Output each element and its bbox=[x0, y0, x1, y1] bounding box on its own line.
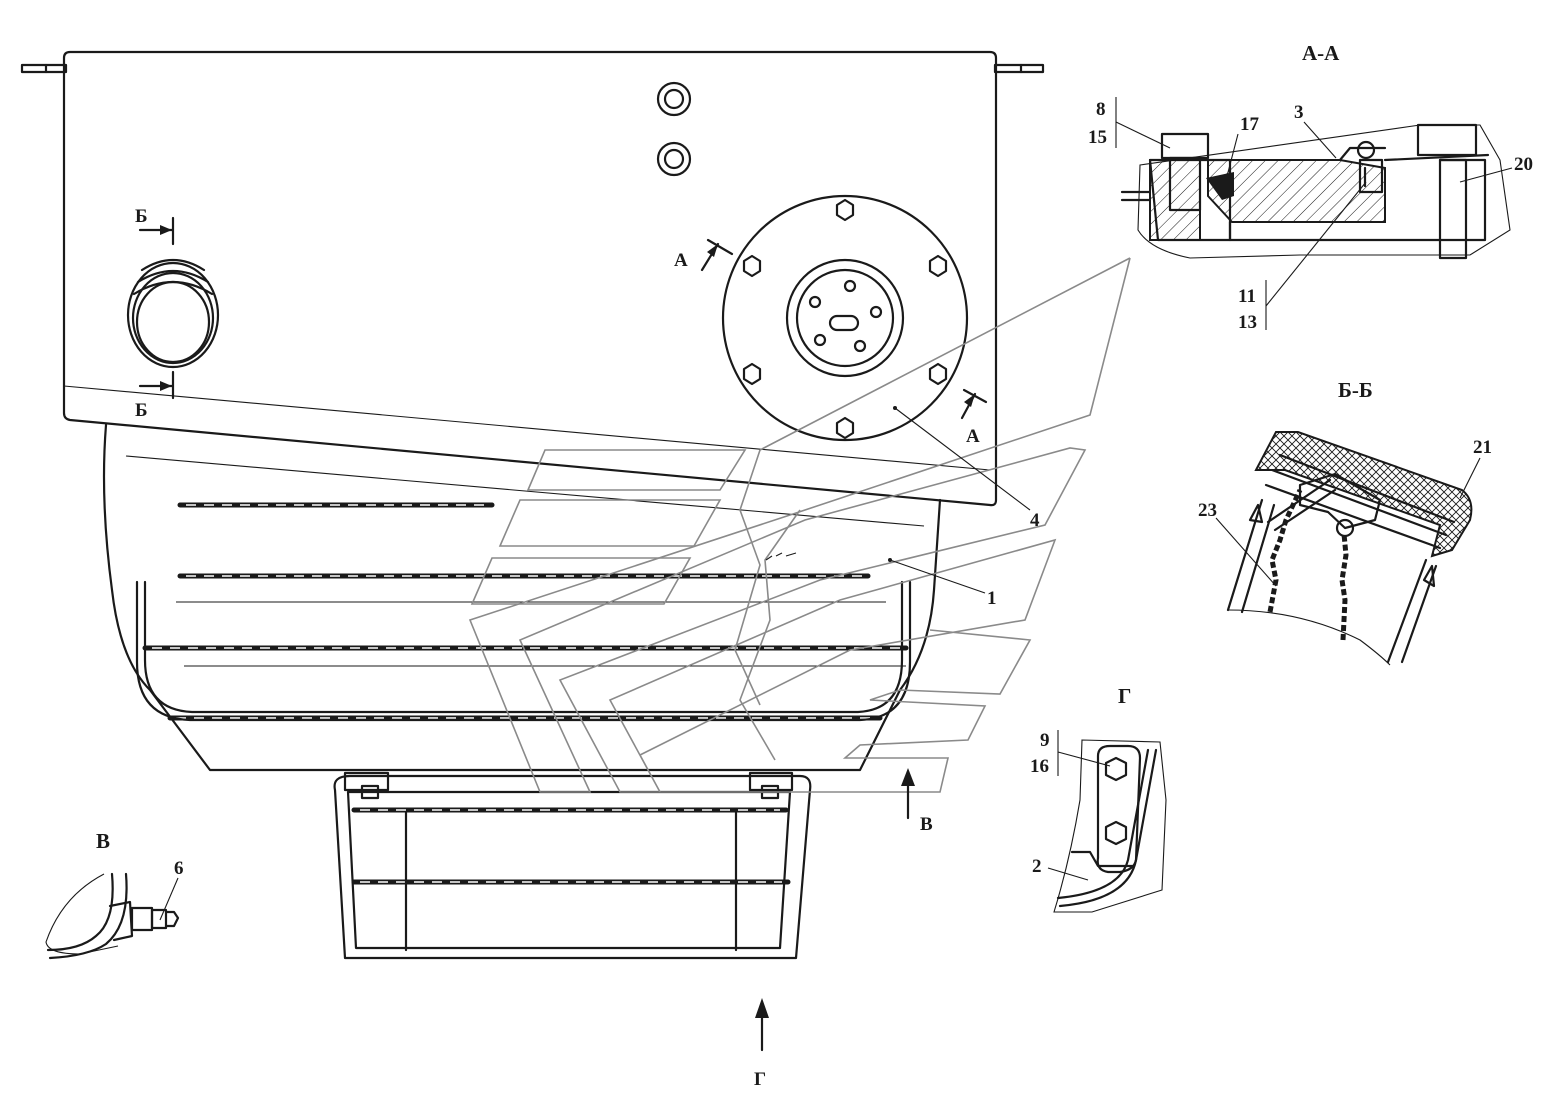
marker-a-top: А bbox=[674, 250, 688, 271]
right-mount-tab bbox=[993, 63, 1045, 74]
mounting-strap-inner bbox=[143, 580, 904, 714]
view-v: В 6 bbox=[45, 829, 184, 960]
left-mount-tab bbox=[20, 63, 68, 74]
callout-23: 23 bbox=[1198, 500, 1217, 521]
callout-15: 15 bbox=[1088, 127, 1107, 148]
tank-body bbox=[102, 423, 942, 772]
section-aa-title: А-А bbox=[1302, 41, 1340, 65]
callout-2: 2 bbox=[1032, 856, 1042, 877]
marker-a-bottom: А bbox=[966, 426, 980, 447]
tank-main-view bbox=[20, 50, 1131, 960]
callout-16: 16 bbox=[1030, 756, 1049, 777]
sender-flange bbox=[721, 194, 969, 442]
marker-g: Г bbox=[754, 1069, 766, 1090]
inner-screws bbox=[808, 279, 883, 353]
front-plate bbox=[62, 50, 998, 507]
step-ladder bbox=[333, 771, 812, 960]
filler-neck bbox=[126, 259, 220, 369]
callout-1: 1 bbox=[987, 588, 997, 609]
callout-4: 4 bbox=[1030, 510, 1040, 531]
gauge-fitting-lower bbox=[656, 141, 692, 177]
view-v-title: В bbox=[96, 829, 110, 853]
callout-21: 21 bbox=[1473, 437, 1492, 458]
main-leaders: 4 1 bbox=[765, 406, 1040, 609]
ghost-outline bbox=[468, 257, 1131, 793]
view-g: Г 9 16 2 bbox=[1030, 684, 1167, 913]
section-bb: Б-Б 21 23 bbox=[1198, 378, 1492, 666]
callout-9: 9 bbox=[1040, 730, 1050, 751]
callout-8: 8 bbox=[1096, 99, 1106, 120]
callout-20: 20 bbox=[1514, 154, 1533, 175]
tank-ribs bbox=[142, 502, 909, 721]
mounting-strap bbox=[135, 580, 912, 722]
section-bb-title: Б-Б bbox=[1338, 378, 1373, 402]
callout-17: 17 bbox=[1240, 114, 1260, 135]
callout-6: 6 bbox=[174, 858, 184, 879]
marker-b-bottom: Б bbox=[135, 400, 148, 421]
flange-bolt-heads bbox=[742, 198, 948, 440]
section-aa: А-А 8 15 17 3 20 11 13 bbox=[1088, 41, 1533, 333]
section-markers: Б Б А А В Г bbox=[135, 206, 988, 1090]
callout-13: 13 bbox=[1238, 312, 1257, 333]
callout-3: 3 bbox=[1294, 102, 1304, 123]
view-g-title: Г bbox=[1118, 684, 1131, 708]
marker-b-top: Б bbox=[135, 206, 148, 227]
gauge-fitting-upper bbox=[656, 81, 692, 117]
marker-v: В bbox=[920, 814, 933, 835]
callout-11: 11 bbox=[1238, 286, 1256, 307]
